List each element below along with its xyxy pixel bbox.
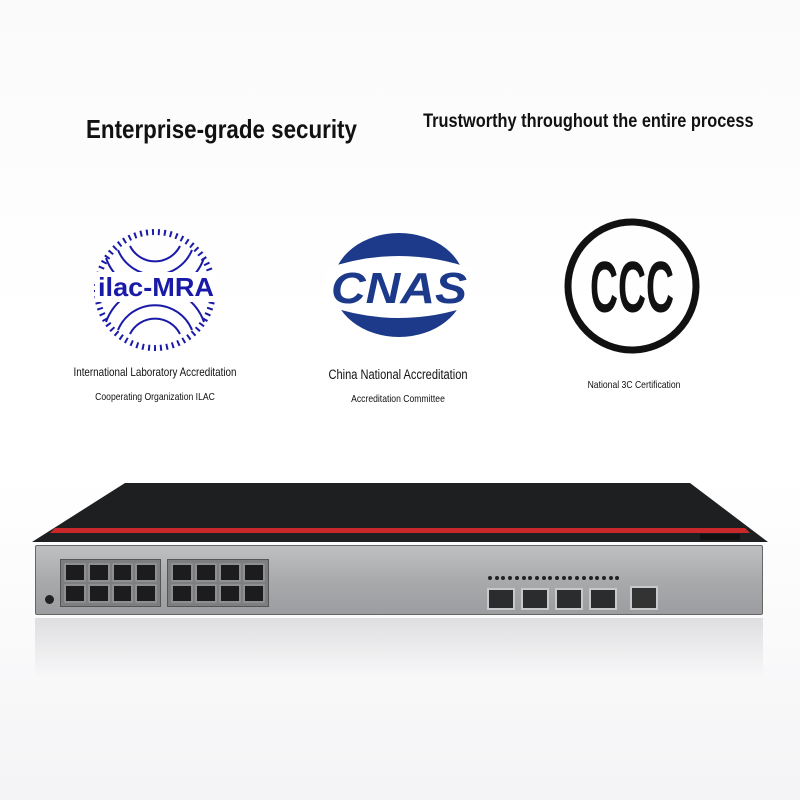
- led-indicator: [508, 576, 513, 580]
- ilac-logo-text: ilac-MRA: [98, 272, 214, 302]
- mode-button[interactable]: [45, 595, 54, 604]
- cnas-logo-text: CNAS: [331, 264, 467, 313]
- led-indicator: [528, 576, 533, 580]
- led-indicator: [581, 576, 586, 580]
- rj45-port-group-1: [60, 559, 161, 607]
- rj45-port[interactable]: [64, 584, 86, 603]
- status-leds: [38, 565, 58, 595]
- sfp-port[interactable]: [555, 588, 583, 610]
- heading-trustworthy: Trustworthy throughout the entire proces…: [423, 111, 754, 132]
- rj45-port[interactable]: [195, 563, 217, 582]
- cnas-caption-1: China National Accreditation: [328, 367, 468, 382]
- ilac-caption-2: Cooperating Organization ILAC: [95, 391, 215, 403]
- led-indicator: [601, 576, 606, 580]
- switch-top-cover: [32, 483, 768, 542]
- led-indicator: [555, 576, 559, 580]
- ilac-mra-logo: ilac-MRA: [94, 229, 217, 351]
- sfp-port[interactable]: [487, 588, 515, 610]
- led-indicator: [514, 576, 519, 580]
- rj45-port[interactable]: [87, 584, 110, 603]
- reflection: [35, 618, 763, 678]
- cnas-logo: CNAS: [325, 233, 473, 337]
- led-indicator: [595, 576, 600, 580]
- led-indicator: [541, 576, 546, 580]
- heading-enterprise-security: Enterprise-grade security: [86, 114, 357, 144]
- rj45-port[interactable]: [135, 584, 157, 603]
- led-indicator: [568, 576, 573, 580]
- led-indicator: [501, 576, 506, 580]
- ccc-caption: National 3C Certification: [587, 379, 681, 391]
- rj45-port[interactable]: [171, 584, 193, 603]
- ccc-logo: CCC: [564, 218, 700, 354]
- rj45-port[interactable]: [64, 563, 86, 582]
- console-port[interactable]: [630, 586, 658, 610]
- ccc-logo-text: CCC: [590, 248, 674, 328]
- sfp-port[interactable]: [521, 588, 549, 610]
- led-indicator: [548, 576, 553, 580]
- rj45-port[interactable]: [219, 584, 241, 603]
- led-indicator: [575, 576, 580, 580]
- rj45-port[interactable]: [243, 563, 265, 582]
- led-indicator: [494, 576, 499, 580]
- rj45-port[interactable]: [219, 563, 241, 582]
- led-indicator: [608, 576, 613, 580]
- rj45-port[interactable]: [111, 563, 134, 582]
- led-indicator: [615, 576, 620, 580]
- rj45-port[interactable]: [135, 563, 157, 582]
- led-indicator: [561, 576, 566, 580]
- sfp-port[interactable]: [589, 588, 617, 610]
- rj45-port[interactable]: [243, 584, 265, 603]
- rj45-port[interactable]: [195, 584, 217, 603]
- led-indicator: [521, 576, 526, 580]
- rj45-port[interactable]: [111, 584, 134, 603]
- led-indicator: [588, 576, 593, 580]
- led-indicator: [488, 576, 492, 580]
- led-indicator: [534, 576, 539, 580]
- rj45-port[interactable]: [87, 563, 110, 582]
- rj45-port-group-2: [167, 559, 269, 607]
- rj45-port[interactable]: [171, 563, 193, 582]
- cnas-caption-2: Accreditation Committee: [351, 393, 445, 405]
- ilac-caption-1: International Laboratory Accreditation: [73, 365, 237, 379]
